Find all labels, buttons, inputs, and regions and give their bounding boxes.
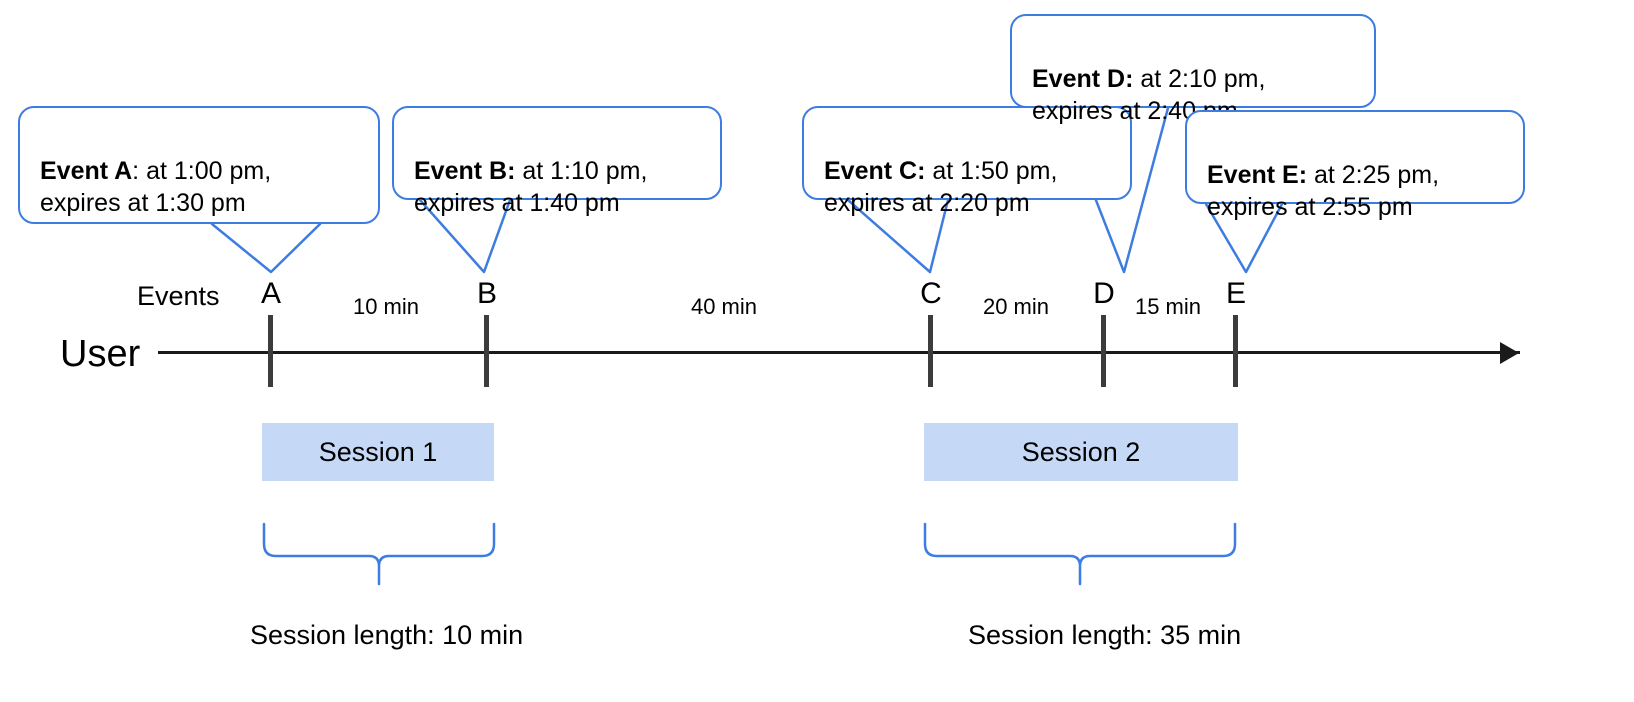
- callout-event-d: Event D: at 2:10 pm, expires at 2:40 pm: [1010, 14, 1376, 125]
- user-row-label: User: [60, 333, 141, 375]
- gap-label-b-c: 40 min: [690, 294, 758, 319]
- session-2-label: Session 2: [1021, 436, 1141, 467]
- gap-label-d-e: 15 min: [1134, 294, 1202, 319]
- gap-label-a-b: 10 min: [352, 294, 420, 319]
- tick-label-d: D: [1093, 277, 1115, 310]
- callout-c-lead: Event C:: [824, 156, 926, 185]
- callout-a-separator: :: [132, 156, 147, 185]
- tick-label-e: E: [1225, 277, 1247, 310]
- session-1-brace: [262, 522, 496, 586]
- timeline-axis-arrowhead: [1500, 342, 1519, 364]
- callout-a-tail: [210, 222, 322, 274]
- callout-d-lead: Event D:: [1032, 64, 1134, 93]
- tick-label-c: C: [920, 277, 942, 310]
- tick-e: [1233, 315, 1238, 387]
- tick-c: [928, 315, 933, 387]
- timeline-axis-line: [158, 351, 1520, 354]
- callout-e-separator: [1307, 161, 1314, 189]
- session-2-brace: [923, 522, 1237, 586]
- callout-a-body: at 1:00 pm, expires at 1:30 pm: [40, 156, 272, 218]
- session-box-2: Session 2: [924, 423, 1238, 481]
- tick-d: [1101, 315, 1106, 387]
- tick-label-a: A: [260, 277, 282, 310]
- callout-a-lead: Event A: [40, 156, 133, 185]
- callout-event-a: Event A: at 1:00 pm, expires at 1:30 pm: [18, 106, 380, 224]
- session-box-1: Session 1: [262, 423, 494, 481]
- session-1-length-caption: Session length: 10 min: [250, 620, 524, 650]
- callout-b-lead: Event B:: [414, 156, 516, 185]
- callout-event-e: Event E: at 2:25 pm, expires at 2:55 pm: [1185, 110, 1525, 221]
- gap-label-c-d: 20 min: [982, 294, 1050, 319]
- session-2-length-caption: Session length: 35 min: [968, 620, 1242, 650]
- events-row-label: Events: [137, 281, 220, 311]
- session-1-label: Session 1: [318, 436, 438, 467]
- callout-event-b: Event B: at 1:10 pm, expires at 1:40 pm: [392, 106, 722, 217]
- tick-label-b: B: [476, 277, 498, 310]
- callout-e-lead: Event E:: [1207, 160, 1308, 189]
- tick-a: [268, 315, 273, 387]
- tick-b: [484, 315, 489, 387]
